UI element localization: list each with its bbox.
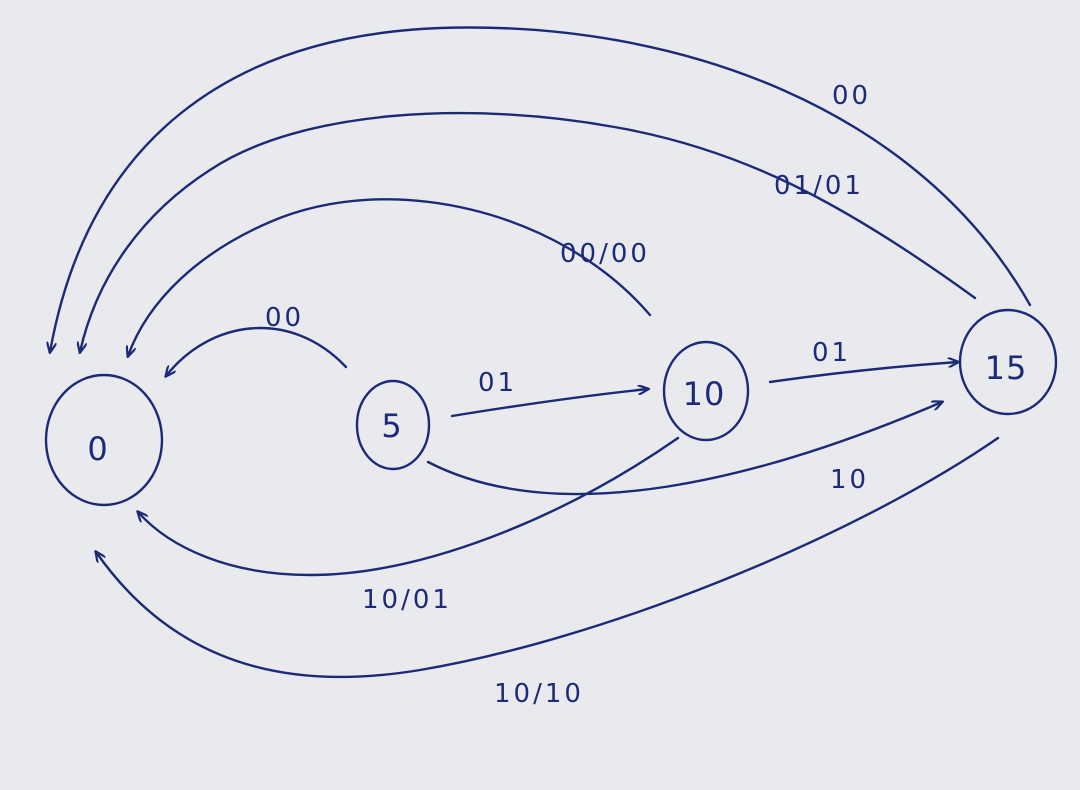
label-10-to-15: 01 [812,338,851,368]
edge-15-to-0-outer [50,26,1032,352]
label-10-to-0-top: 00/00 [560,239,650,269]
state-15: 15 [958,308,1058,416]
label-10-to-0-bottom: 10/01 [362,585,452,615]
edge-15-to-0-middle [80,111,977,352]
edge-5-to-15 [426,402,942,496]
edge-5-to-10 [450,389,648,418]
state-15-label: 15 [985,349,1028,387]
label-15-to-0-bottom: 10/10 [494,679,584,709]
state-10: 10 [662,340,750,442]
edge-10-to-0-top [128,198,652,356]
state-5-label: 5 [381,407,402,445]
state-0-label: 0 [87,430,108,468]
label-5-to-10: 01 [478,368,517,398]
state-0: 0 [44,373,164,507]
edge-10-to-15 [768,362,958,384]
edge-5-to-0 [166,326,348,376]
edge-15-to-0-bottom [96,436,1000,679]
edge-10-to-0-bottom [138,436,680,577]
label-15-to-0-middle: 01/01 [774,171,864,201]
label-5-to-15: 10 [830,465,869,495]
state-0-circle [44,373,164,507]
state-10-circle [662,340,750,442]
state-10-label: 10 [683,375,726,413]
state-5: 5 [355,379,431,471]
label-15-to-0-outer: 00 [832,81,871,111]
label-5-to-0: 00 [265,303,304,333]
state-5-circle [355,379,431,471]
